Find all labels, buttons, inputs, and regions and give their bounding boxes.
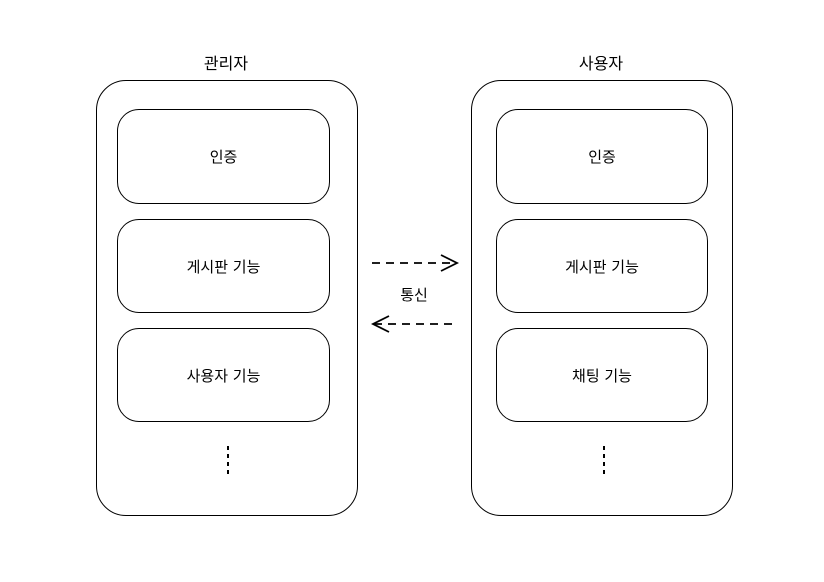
admin-auth-label: 인증 (209, 148, 238, 166)
communication-label: 통신 (400, 286, 428, 304)
user-more-indicator (602, 446, 606, 478)
user-chat-label: 채팅 기능 (572, 366, 632, 385)
admin-board-module: 게시판 기능 (117, 219, 330, 313)
admin-title: 관리자 (203, 54, 249, 73)
arrow-admin-to-user (372, 254, 460, 272)
user-auth-label: 인증 (588, 148, 616, 166)
user-auth-module: 인증 (496, 109, 708, 204)
user-board-module: 게시판 기능 (496, 219, 708, 313)
user-title: 사용자 (578, 54, 624, 73)
admin-board-label: 게시판 기능 (186, 257, 261, 276)
user-board-label: 게시판 기능 (565, 257, 639, 276)
arrow-user-to-admin (370, 315, 452, 333)
admin-more-indicator (226, 446, 230, 478)
admin-user-label: 사용자 기능 (186, 366, 261, 385)
user-chat-module: 채팅 기능 (496, 328, 708, 422)
admin-auth-module: 인증 (117, 109, 330, 204)
admin-user-module: 사용자 기능 (117, 328, 330, 422)
